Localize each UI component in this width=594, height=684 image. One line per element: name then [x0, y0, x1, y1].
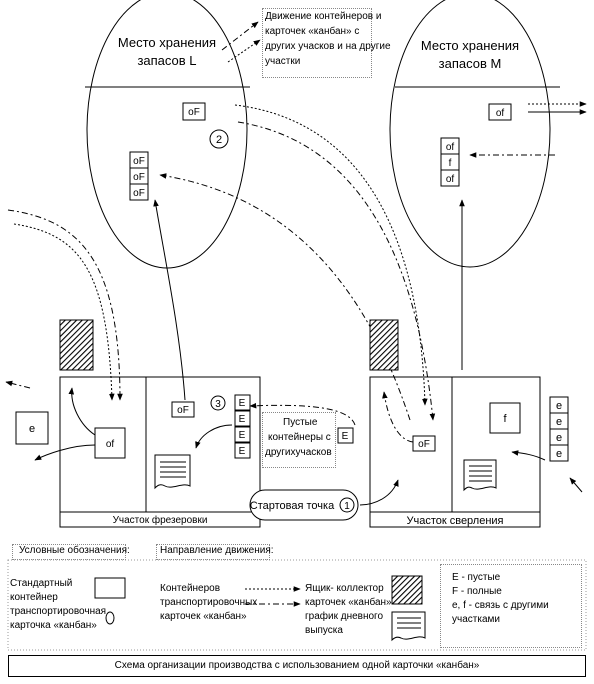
- storage-M-title-2: запасов M: [439, 56, 502, 71]
- drilling-e-stack: e e e e: [549, 396, 569, 462]
- svg-text:f: f: [449, 158, 452, 169]
- svg-text:oF: oF: [133, 172, 145, 183]
- drilling-hatch: [369, 319, 399, 371]
- legend-title: Условные обозначения:: [19, 545, 130, 556]
- legend-std-container-1: Стандартный: [10, 578, 73, 589]
- card-oF-top: [182, 102, 206, 121]
- empty-containers-1: Пустые: [283, 417, 318, 428]
- svg-text:3: 3: [215, 399, 221, 410]
- legend-title-box: [12, 544, 126, 560]
- movement-note-box: [262, 8, 372, 78]
- svg-text:f: f: [503, 413, 507, 425]
- svg-text:of: of: [446, 174, 455, 185]
- movement-note-4: участки: [265, 56, 301, 67]
- milling-of-card: [94, 427, 126, 459]
- storage-L-title-2: запасов L: [137, 53, 196, 68]
- legend-codes-box: [440, 564, 582, 648]
- start-point-shape: [249, 489, 359, 521]
- svg-text:E: E: [239, 398, 246, 409]
- legend-hatch-sample: [391, 575, 423, 605]
- legend-movement-3: карточек «канбан»: [160, 611, 247, 622]
- badge-2: [209, 129, 229, 149]
- legend-movement-2: транспортировочных: [160, 597, 258, 608]
- svg-text:oF: oF: [133, 156, 145, 167]
- badge-3: [210, 395, 226, 411]
- movement-note-1: Движение контейнеров и: [265, 11, 382, 22]
- card-e-left: [15, 411, 49, 445]
- movement-note-3: других учасков и на другие: [265, 41, 391, 52]
- footer-caption: Схема организации производства с использ…: [8, 655, 586, 677]
- milling-section-box: [59, 376, 261, 513]
- drilling-f-card: [489, 402, 521, 434]
- svg-text:oF: oF: [133, 188, 145, 199]
- drilling-oF-card: [412, 435, 436, 452]
- legend-schedule-icon: [391, 611, 426, 642]
- legend-movement-1: Контейнеров: [160, 583, 221, 594]
- legend-std-container-sample: [94, 577, 126, 599]
- storage-M-title-1: Место хранения: [421, 38, 519, 53]
- storage-L-title-1: Место хранения: [118, 35, 216, 50]
- stack-M: of f of: [440, 137, 460, 187]
- legend-schedule-2: выпуска: [305, 625, 343, 636]
- svg-text:e: e: [556, 416, 562, 428]
- card-oF-top-label: oF: [188, 107, 200, 118]
- empty-containers-box: [262, 412, 336, 468]
- drilling-schedule-icon: [463, 459, 497, 492]
- drilling-section-box: [369, 376, 541, 513]
- milling-oF-card: [171, 401, 195, 418]
- legend-direction-title: Направление движения:: [160, 545, 274, 556]
- legend-transport-card-2: карточка «канбан»: [10, 620, 97, 631]
- milling-section-label: Участок фрезеровки: [113, 514, 208, 526]
- svg-text:1: 1: [344, 501, 350, 512]
- legend-direction-box: [156, 544, 270, 560]
- storage-M-ellipse: [389, 0, 551, 268]
- svg-text:E: E: [239, 430, 246, 441]
- legend-frame: [7, 559, 587, 651]
- movement-note-2: карточек «канбан» с: [265, 26, 360, 37]
- svg-text:of: of: [446, 142, 455, 153]
- stack-oF-L: oF oF oF: [129, 151, 149, 201]
- legend-card-sample: [105, 611, 115, 625]
- svg-text:oF: oF: [177, 405, 189, 416]
- svg-text:of: of: [106, 439, 115, 450]
- milling-schedule-icon: [154, 454, 191, 490]
- legend-schedule-1: график дневного: [305, 611, 384, 622]
- legend-code-3: e, f - связь с другими: [452, 600, 549, 611]
- empty-containers-3: другихучасков: [265, 447, 332, 458]
- legend-collector-2: карточек «канбан»: [305, 597, 392, 608]
- legend-code-4: участками: [452, 614, 500, 625]
- card-E-empty: [337, 427, 354, 444]
- legend-transport-card-1: транспортировочная: [10, 606, 107, 617]
- badge-1: [339, 497, 355, 513]
- legend-code-2: F - полные: [452, 586, 502, 597]
- legend-std-container-2: контейнер: [10, 592, 58, 603]
- empty-containers-2: контейнеры с: [268, 432, 331, 443]
- start-point-label: Стартовая точка: [250, 500, 335, 512]
- milling-hatch: [59, 319, 94, 371]
- badge-2-label: 2: [216, 134, 222, 146]
- svg-text:oF: oF: [418, 439, 430, 450]
- svg-text:e: e: [556, 432, 562, 444]
- svg-text:e: e: [556, 400, 562, 412]
- svg-text:E: E: [239, 446, 246, 457]
- svg-text:e: e: [29, 423, 35, 435]
- drilling-section-label-box: [369, 511, 541, 528]
- svg-text:of: of: [496, 108, 505, 119]
- svg-text:e: e: [556, 448, 562, 460]
- svg-text:E: E: [239, 414, 246, 425]
- card-of-M: [488, 103, 512, 121]
- svg-text:E: E: [342, 431, 349, 442]
- milling-E-stack: E E E E: [234, 394, 251, 459]
- legend-collector-1: Ящик- коллектор: [305, 583, 384, 594]
- drilling-section-label: Участок сверления: [406, 515, 503, 527]
- legend-code-1: E - пустые: [452, 572, 501, 583]
